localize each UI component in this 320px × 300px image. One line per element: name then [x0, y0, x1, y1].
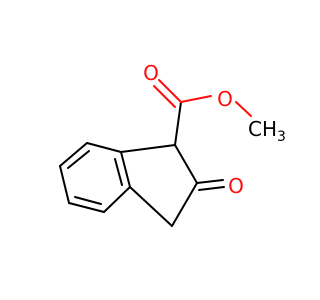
- bond-fusion-to-c1: [120, 144, 176, 153]
- bond-ring-bottom-left: [68, 202, 105, 213]
- bond-ketone-double-b: [198, 186, 225, 191]
- bond-ring-right-fusion: [120, 151, 131, 188]
- bond-ring-bottom-left-inner: [74, 196, 102, 205]
- atom-ester-carbonyl-oxygen: O: [143, 61, 159, 85]
- bond-ring-top-left-inner: [67, 150, 90, 169]
- bond-c2-to-c3: [171, 182, 198, 227]
- bond-ring-top-left: [59, 142, 88, 167]
- bond-c1-to-carbonyl-carbon: [174, 101, 182, 146]
- bond-ring-top-right: [86, 142, 122, 153]
- bond-ring-bottom-right: [103, 186, 131, 213]
- bond-c1-to-c2: [174, 144, 198, 184]
- bond-carbonyl-double-b: [153, 85, 176, 108]
- bond-ether-oxygen-to-methyl: [235, 101, 252, 117]
- bond-carbonyl-carbon-to-ether-oxygen: [180, 95, 212, 103]
- atom-ketone-oxygen: O: [228, 174, 244, 198]
- benzene-ring: [59, 142, 131, 213]
- ketone-group: [196, 179, 225, 191]
- cyclopentanone-ring: [120, 144, 198, 227]
- methyl-ester-group: [153, 79, 252, 146]
- methyl-element-label: CH: [248, 117, 277, 141]
- bond-carbonyl-double-a: [158, 79, 182, 103]
- molecule-structure: O O CH3 O: [59, 61, 286, 227]
- methyl-count-subscript: 3: [277, 129, 286, 145]
- bond-c3-to-fusion: [129, 186, 173, 227]
- atom-methyl-carbon: CH3: [248, 117, 286, 145]
- bond-ketone-double-a: [196, 179, 224, 184]
- bond-ring-left: [59, 165, 70, 204]
- atom-ester-ether-oxygen: O: [217, 87, 233, 111]
- bond-ring-right-fusion-inner: [114, 158, 123, 186]
